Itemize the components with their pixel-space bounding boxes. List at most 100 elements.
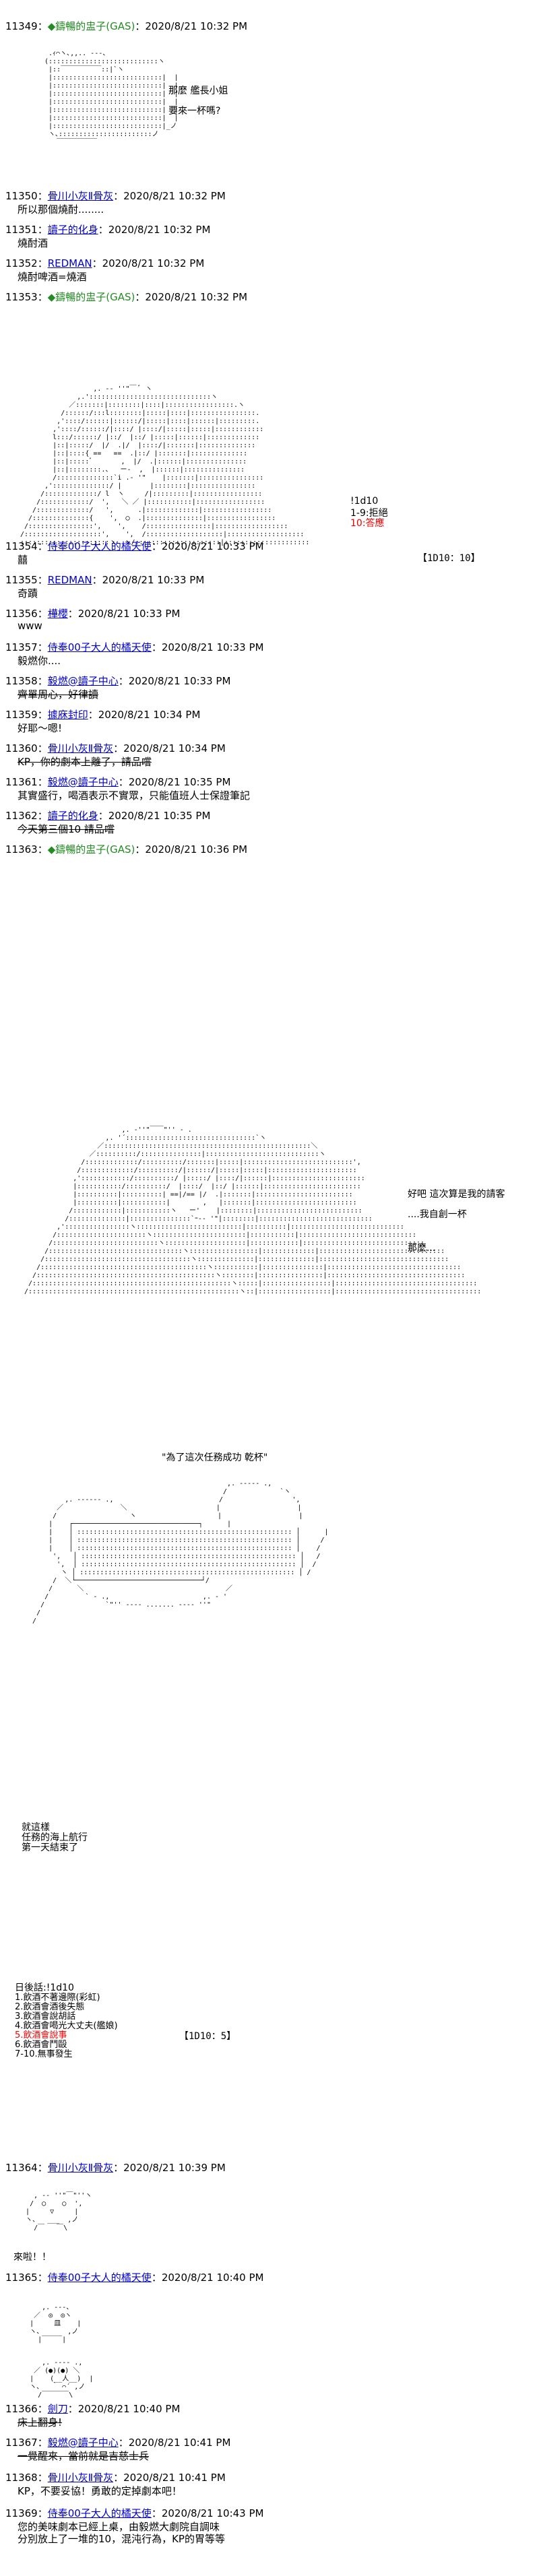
post-body-line2: 分別放上了一堆的10，混沌行為，KP的胃等等 <box>18 2533 225 2545</box>
aftermath-title: 日後話:!1d10 <box>15 1983 74 1993</box>
post-body: 毅燃你.... <box>18 655 61 667</box>
post-date: ：2020/8/21 10:32 PM <box>135 291 248 303</box>
post-header: 11358：毅燃@讀子中心：2020/8/21 10:33 PM <box>5 674 230 688</box>
post-header: 11357：侍奉00子大人的橘天使：2020/8/21 10:33 PM <box>5 640 263 654</box>
post-header: 11359：據庥封印：2020/8/21 10:34 PM <box>5 707 200 721</box>
character-ascii-art-1: ,. -‐ ''"￣ ﾞ ヽ ,.'::::::::::::::::::::::… <box>20 385 310 546</box>
post-header: 11367：毅燃@讀子中心：2020/8/21 10:41 PM <box>5 2435 230 2449</box>
post-date: ：2020/8/21 10:43 PM <box>151 2507 264 2519</box>
post-date: ：2020/8/21 10:40 PM <box>151 2272 264 2284</box>
post-date: ：2020/8/21 10:35 PM <box>118 776 231 788</box>
post-date: ：2020/8/21 10:35 PM <box>98 810 211 822</box>
post11364-text: 來啦！！ <box>13 2252 51 2263</box>
character-ascii-art-2: ,. ‐''"￣￣"'' ‐ . ,. '´::::::::::::::::::… <box>24 1126 482 1295</box>
aftermath-item: 3.飲酒會說胡話 <box>15 2011 76 2022</box>
post-date: ：2020/8/21 10:39 PM <box>113 2162 226 2174</box>
face-ascii-art-1: , -‐ ''"￣"''ヽ / ◯ ◯ ', | ▽ | ヽ、 ___ ,ノ /… <box>26 2192 92 2232</box>
post-header: 11362：讀子的化身：2020/8/21 10:35 PM <box>5 808 210 823</box>
post-body: KP，你的劇本上離了，請品嚐 <box>18 756 152 768</box>
post-number: 11365： <box>5 2272 48 2284</box>
post-date: ：2020/8/21 10:41 PM <box>118 2437 231 2449</box>
aftermath-item: 7-10.無事發生 <box>15 2049 73 2059</box>
post-number: 11357： <box>5 641 48 653</box>
post-date: ：2020/8/21 10:33 PM <box>92 574 205 586</box>
post-header: 11350：骨川小灰Ⅱ骨灰：2020/8/21 10:32 PM <box>5 189 226 203</box>
post-author[interactable]: 讀子的化身 <box>47 810 98 822</box>
post-body: 床上翻身! <box>18 2416 63 2428</box>
post-author: ◆鑄暢的盅子(GAS) <box>47 291 135 303</box>
post-author: ◆鑄暢的盅子(GAS) <box>47 20 135 32</box>
post-date: ：2020/8/21 10:34 PM <box>113 742 226 754</box>
post-date: ：2020/8/21 10:32 PM <box>98 224 211 236</box>
scene1-line2: 要來一杯嗎? <box>168 106 221 117</box>
post-date: ：2020/8/21 10:33 PM <box>151 540 264 552</box>
beer-mug-ascii-art: .ｨ⌒ヽ､,,.. -‐-、 (::::::::::::::::::::::::… <box>44 50 179 146</box>
aftermath-item: 6.飲酒會鬥毆 <box>15 2040 67 2050</box>
post-number: 11349： <box>5 20 48 32</box>
post-number: 11360： <box>5 742 48 754</box>
post-number: 11362： <box>5 810 48 822</box>
post-date: ：2020/8/21 10:36 PM <box>135 843 248 856</box>
post-author[interactable]: 樺櫻 <box>47 608 68 620</box>
post-date: ：2020/8/21 10:33 PM <box>118 675 231 687</box>
dice-rule-2: 10:答應 <box>350 518 385 529</box>
post-author[interactable]: 骨川小灰Ⅱ骨灰 <box>47 742 114 754</box>
post-number: 11361： <box>5 776 48 788</box>
post-author[interactable]: 讀子的化身 <box>47 224 98 236</box>
post-header: 11353：◆鑄暢的盅子(GAS)：2020/8/21 10:32 PM <box>5 290 247 304</box>
post-body: www <box>18 620 42 632</box>
post-body: 今天第三個10 請品嚐 <box>18 823 115 835</box>
post-number: 11369： <box>5 2507 48 2519</box>
post-header: 11363：◆鑄暢的盅子(GAS)：2020/8/21 10:36 PM <box>5 842 247 856</box>
aftermath-item: 2.飲酒會酒後失態 <box>15 2002 85 2012</box>
post-date: ：2020/8/21 10:41 PM <box>113 2472 226 2484</box>
post-author[interactable]: 骨川小灰Ⅱ骨灰 <box>47 190 114 202</box>
post-number: 11354： <box>5 540 48 552</box>
scene3-line3: 那麼... <box>408 1243 436 1254</box>
post-author[interactable]: 骨川小灰Ⅱ骨灰 <box>47 2162 114 2174</box>
post-date: ：2020/8/21 10:33 PM <box>67 608 181 620</box>
post-author[interactable]: 侍奉00子大人的橘天使 <box>47 2272 152 2284</box>
post-number: 11350： <box>5 190 48 202</box>
post-header: 11351：讀子的化身：2020/8/21 10:32 PM <box>5 222 210 236</box>
post-author[interactable]: 侍奉00子大人的橘天使 <box>47 2507 152 2519</box>
post-author[interactable]: 毅燃@讀子中心 <box>47 675 119 687</box>
scene3-line2: ....我自創一杯 <box>408 1209 467 1220</box>
post-author: ◆鑄暢的盅子(GAS) <box>47 843 135 856</box>
post-body: 燒酎啤酒=燒酒 <box>18 271 87 283</box>
post-author[interactable]: 劍刀 <box>47 2403 68 2415</box>
post-body: 所以那個燒酎........ <box>18 203 104 216</box>
post-date: ：2020/8/21 10:32 PM <box>135 20 248 32</box>
post-author[interactable]: 毅燃@讀子中心 <box>47 776 119 788</box>
scene5-line1: 就這樣 <box>22 1822 50 1833</box>
post-number: 11352： <box>5 257 48 269</box>
aftermath-item: 5.飲酒會說事 <box>15 2030 67 2040</box>
aftermath-item: 1.飲酒不著邊際(彩虹) <box>15 1993 100 2003</box>
post-header: 11352：REDMAN：2020/8/21 10:32 PM <box>5 256 204 270</box>
post-author[interactable]: 據庥封印 <box>47 709 88 721</box>
scene5-line3: 第一天結束了 <box>22 1842 78 1853</box>
post-body: 其實盛行，喝酒表示不實眾，只能值班人士保證筆記 <box>18 790 251 802</box>
face-ascii-art-3: ,. -‐‐- ., ／ (●)(●) ＼ | (__人__) | ヽ、 ｀ ⌒… <box>30 2359 94 2399</box>
scene5-line2: 任務的海上航行 <box>22 1832 88 1843</box>
post-header: 11364：骨川小灰Ⅱ骨灰：2020/8/21 10:39 PM <box>5 2160 226 2175</box>
post-date: ：2020/8/21 10:34 PM <box>88 709 201 721</box>
post-author[interactable]: 侍奉00子大人的橘天使 <box>47 540 152 552</box>
post-body: 燒酎酒 <box>18 237 49 249</box>
post-author[interactable]: 毅燃@讀子中心 <box>47 2437 119 2449</box>
aftermath-item: 4.飲酒會喝光大丈夫(艦娘) <box>15 2021 118 2031</box>
post-author[interactable]: REDMAN <box>47 257 92 269</box>
post-number: 11359： <box>5 709 48 721</box>
toast-caption: "為了這次任務成功 乾杯" <box>162 1452 268 1463</box>
post-author[interactable]: 骨川小灰Ⅱ骨灰 <box>47 2472 114 2484</box>
post-body: 齊單周心，好律讀 <box>18 688 99 701</box>
post-author[interactable]: 侍奉00子大人的橘天使 <box>47 641 152 653</box>
post-number: 11364： <box>5 2162 48 2174</box>
post-body: 好耶～嗯! <box>18 722 63 734</box>
post-number: 11366： <box>5 2403 48 2415</box>
post-header: 11355：REDMAN：2020/8/21 10:33 PM <box>5 573 204 587</box>
post-header: 11349：◆鑄暢的盅子(GAS)：2020/8/21 10:32 PM <box>5 19 247 33</box>
post-date: ：2020/8/21 10:32 PM <box>92 257 205 269</box>
toast-ascii-art: ,. -‐‐‐- ., / `ヽ ,. -‐‐‐‐- ., / ', ／ ＼ | <box>32 1480 329 1625</box>
post-author[interactable]: REDMAN <box>47 574 92 586</box>
